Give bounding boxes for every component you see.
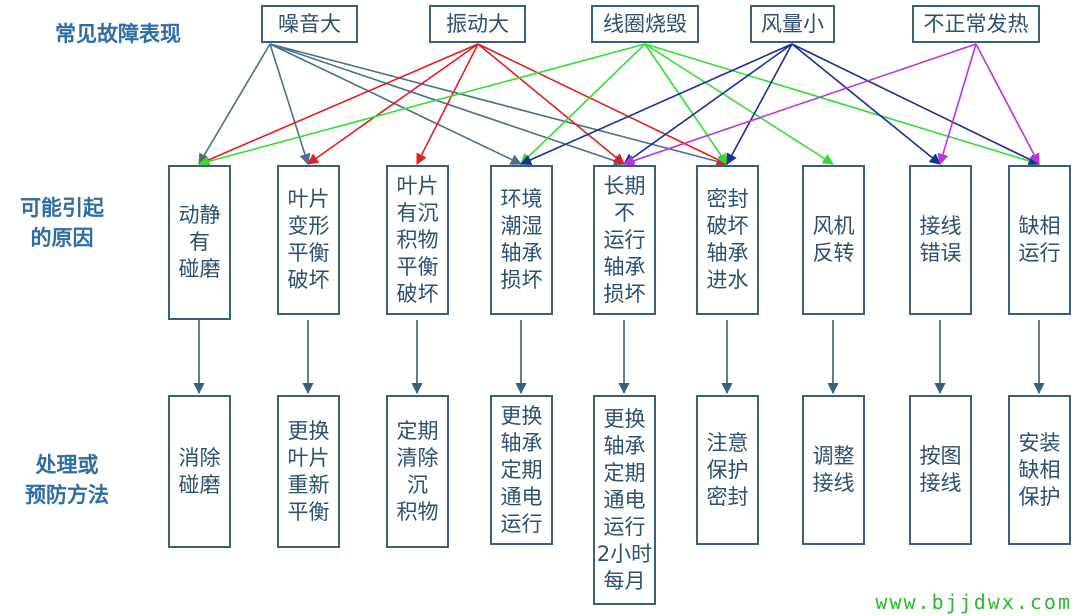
cause-box: 环境 潮湿 轴承 损坏 [490, 165, 553, 315]
symptom-to-cause-arrow [937, 43, 977, 166]
symptom-box: 不正常发热 [912, 5, 1040, 43]
symptom-to-cause-arrow [198, 43, 271, 165]
symptom-to-cause-arrow [416, 43, 479, 165]
watermark-text: www.bjjdwx.com [875, 590, 1072, 614]
symptom-to-cause-arrow [269, 43, 311, 166]
remedy-box: 定期 清除 沉 积物 [386, 395, 449, 548]
row-label-causes: 可能引起 的原因 [20, 196, 104, 250]
remedy-box: 更换 叶片 重新 平衡 [277, 395, 340, 548]
symptom-box: 振动大 [429, 5, 526, 43]
symptom-to-cause-arrow [623, 43, 793, 165]
symptom-to-cause-arrow [791, 43, 941, 165]
symptom-to-cause-arrow [622, 43, 977, 167]
cause-box: 接线 错误 [909, 165, 972, 315]
symptom-to-cause-arrow [307, 43, 479, 165]
cause-box: 长期 不 运行 轴承 损坏 [593, 165, 656, 315]
row-label-remedies: 处理或 预防方法 [25, 453, 109, 507]
symptom-to-cause-arrow [520, 43, 646, 165]
symptom-to-cause-arrow [726, 43, 793, 165]
symptom-to-cause-arrow [644, 43, 728, 165]
remedy-box: 按图 接线 [909, 395, 972, 545]
symptom-to-cause-arrow [519, 43, 793, 166]
remedy-box: 注意 保护 密封 [696, 395, 759, 545]
remedy-box: 调整 接线 [802, 395, 865, 545]
cause-box: 风机 反转 [802, 165, 865, 315]
symptom-to-cause-arrow [477, 43, 625, 165]
symptom-to-cause-arrow [269, 43, 523, 165]
symptom-to-cause-arrow [477, 43, 729, 165]
symptom-to-cause-arrow [644, 43, 1041, 167]
cause-box: 密封 破坏 轴承 进水 [696, 165, 759, 315]
cause-box: 叶片 有沉 积物 平衡 破坏 [386, 165, 449, 315]
cause-box: 动静 有 碰磨 [168, 165, 231, 320]
cause-box: 缺相 运行 [1008, 165, 1071, 315]
remedy-box: 安装 缺相 保护 [1008, 395, 1071, 545]
remedy-box: 消除 碰磨 [168, 395, 231, 548]
symptom-box: 风量小 [750, 5, 835, 43]
row-label-symptoms: 常见故障表现 [55, 22, 181, 46]
symptom-to-cause-arrow [644, 43, 834, 165]
symptom-to-cause-arrow [197, 43, 646, 167]
remedy-box: 更换 轴承 定期 通电 运行 [490, 395, 553, 545]
symptom-to-cause-arrow [791, 43, 1041, 165]
cause-box: 叶片 变形 平衡 破坏 [277, 165, 340, 315]
symptom-box: 噪音大 [261, 5, 358, 43]
symptom-box: 线圈烧毁 [591, 5, 699, 43]
symptom-to-cause-arrow [975, 43, 1040, 165]
symptom-to-cause-arrow [197, 43, 479, 166]
remedy-box: 更换 轴承 定期 通电 运行 2小时 每月 [593, 395, 656, 605]
